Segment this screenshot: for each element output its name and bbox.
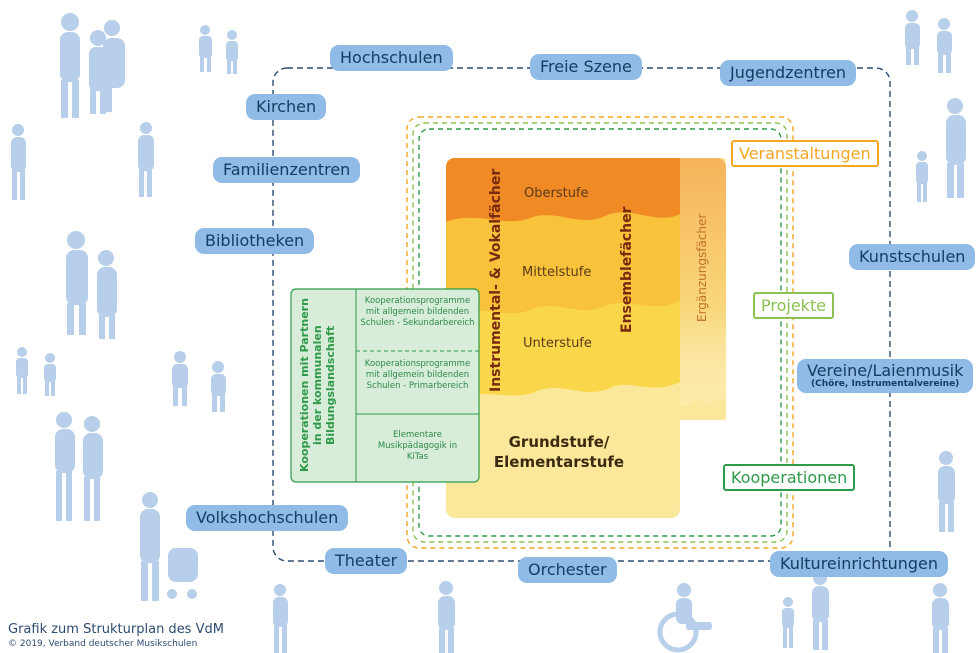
- person-silhouette: [211, 361, 226, 412]
- partner-volkshochschulen[interactable]: Volkshochschulen: [186, 505, 349, 531]
- kooperationen-box[interactable]: Kooperationen: [723, 464, 856, 491]
- partner-orchester[interactable]: Orchester: [518, 557, 617, 583]
- person-silhouette: [103, 20, 125, 112]
- person-silhouette: [55, 412, 75, 521]
- cooperation-panel: [290, 288, 480, 483]
- footer-copyright: © 2019, Verband deutscher Musikschulen: [8, 639, 198, 649]
- partner-bibliotheken[interactable]: Bibliotheken: [195, 228, 315, 254]
- people-silhouettes: [11, 10, 966, 653]
- person-silhouette: [83, 416, 103, 521]
- partner-jugendzentren[interactable]: Jugendzentren: [720, 60, 857, 86]
- frame-kooperationen: [418, 128, 782, 537]
- person-silhouette: [932, 583, 949, 653]
- person-silhouette: [782, 597, 794, 648]
- person-silhouette: [916, 151, 928, 202]
- partner-familienzentren[interactable]: Familienzentren: [213, 157, 361, 183]
- instrumental-vokal-label: Instrumental- & Vokalfächer: [488, 168, 504, 392]
- person-silhouette: [937, 18, 952, 73]
- person-silhouette: [66, 231, 88, 335]
- person-silhouette: [60, 13, 80, 118]
- person-silhouette: [172, 351, 188, 406]
- person-silhouette: [97, 250, 117, 339]
- person-silhouette: [812, 571, 829, 650]
- partner-kultureinrichtungen[interactable]: Kultureinrichtungen: [770, 551, 949, 577]
- partner-hochschulen[interactable]: Hochschulen: [330, 45, 453, 71]
- person-silhouette: [438, 581, 455, 653]
- person-silhouette: [140, 492, 198, 601]
- person-silhouette: [938, 451, 955, 532]
- unterstufe-label: Unterstufe: [523, 336, 592, 351]
- person-silhouette: [44, 353, 56, 396]
- wheelchair-silhouette: [657, 583, 712, 653]
- projekte-box[interactable]: Projekte: [753, 292, 835, 319]
- person-silhouette: [226, 30, 238, 74]
- grundstufe-line2: Elementarstufe: [493, 453, 625, 471]
- person-silhouette: [946, 98, 966, 198]
- partner-kunstschulen[interactable]: Kunstschulen: [849, 244, 976, 270]
- ensemblefaecher-label: Ensemblefächer: [619, 206, 635, 334]
- vereine-label: Vereine/Laienmusik: [807, 361, 964, 380]
- person-silhouette: [11, 124, 26, 200]
- partner-kirchen[interactable]: Kirchen: [246, 94, 327, 120]
- coop-kitas: Elementare Musikpädagogik in KiTas: [377, 430, 458, 462]
- core-block: [446, 158, 726, 518]
- veranstaltungen-box[interactable]: Veranstaltungen: [731, 140, 879, 167]
- ergaenzungsfaecher-label: Ergänzungsfächer: [695, 213, 709, 323]
- person-silhouette: [138, 122, 154, 197]
- footer-title: Grafik zum Strukturplan des VdM: [8, 622, 224, 637]
- person-silhouette: [905, 10, 920, 65]
- grundstufe-line1: Grundstufe/: [508, 433, 610, 451]
- vereine-sublabel: (Chöre, Instrumentalvereine): [811, 379, 960, 389]
- coop-primarbereich: Kooperationsprogramme mit allgemein bild…: [364, 359, 471, 391]
- grundstufe-label: Grundstufe/ Elementarstufe: [490, 432, 628, 472]
- person-silhouette: [89, 30, 107, 114]
- partner-vereine[interactable]: Vereine/Laienmusik (Chöre, Instrumentalv…: [797, 359, 974, 393]
- cooperation-panel-title: Kooperationen mit Partnern in der kommun…: [298, 298, 337, 473]
- person-silhouette: [273, 584, 288, 653]
- person-silhouette: [16, 347, 28, 394]
- partner-freie-szene[interactable]: Freie Szene: [530, 54, 642, 80]
- oberstufe-label: Oberstufe: [524, 186, 589, 201]
- ergaenzungsfaecher-area: [680, 158, 726, 407]
- oberstufe-area: [446, 158, 680, 222]
- partner-theater[interactable]: Theater: [325, 548, 408, 574]
- mittelstufe-label: Mittelstufe: [522, 265, 592, 280]
- coop-sekundarbereich: Kooperationsprogramme mit allgemein bild…: [360, 296, 475, 328]
- person-silhouette: [199, 25, 212, 72]
